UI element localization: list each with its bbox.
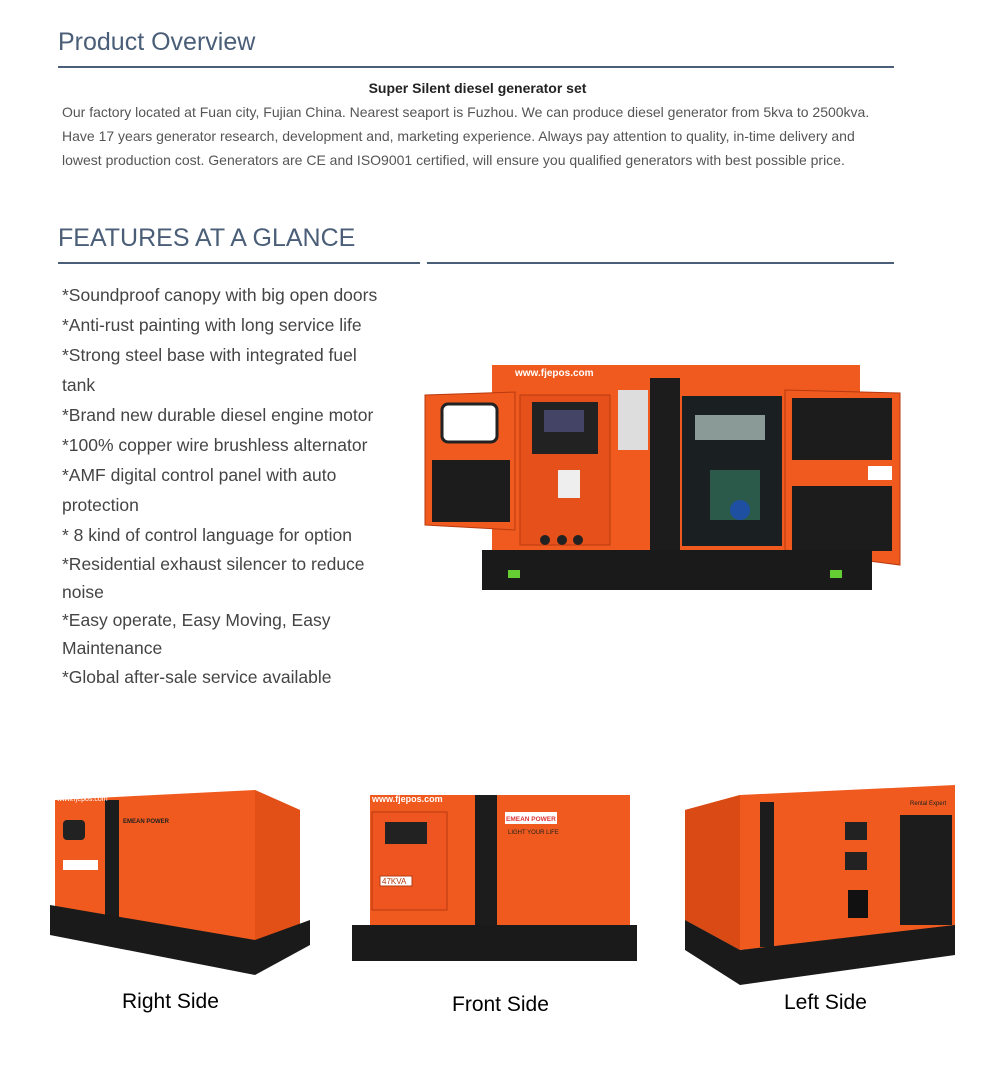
feature-item: *Residential exhaust silencer to reduce … — [62, 554, 365, 602]
heading-divider — [58, 66, 894, 68]
feature-item: *Global after-sale service available — [62, 667, 332, 687]
generator-front-side-image: www.fjepos.com 47KVA EMEAN POWER LIGHT Y… — [352, 794, 637, 961]
feature-item: *Brand new durable diesel engine motor — [62, 405, 374, 425]
section-heading-features: FEATURES AT A GLANCE — [58, 224, 356, 252]
heading-divider-right — [427, 262, 894, 264]
feature-item: *Easy operate, Easy Moving, Easy Mainten… — [62, 610, 331, 658]
caption-front-side: Front Side — [452, 993, 549, 1016]
product-subtitle: Super Silent diesel generator set — [368, 80, 587, 96]
rental-badge: Rental Expert — [910, 801, 947, 807]
rating-label: 47KVA — [382, 877, 407, 886]
product-intro-paragraph: Our factory located at Fuan city, Fujian… — [62, 104, 870, 168]
caption-left-side: Left Side — [784, 991, 867, 1014]
feature-item: *Anti-rust painting with long service li… — [62, 315, 362, 335]
feature-item: *Strong steel base with integrated fuel … — [62, 345, 357, 395]
brand-text: EMEAN POWER — [123, 819, 170, 825]
feature-item: *100% copper wire brushless alternator — [62, 435, 368, 455]
watermark-text: www.fjepos.com — [371, 794, 443, 804]
watermark-text: www.fjepos.com — [514, 368, 594, 379]
feature-item: *AMF digital control panel with auto pro… — [62, 465, 337, 515]
features-list: *Soundproof canopy with big open doors *… — [62, 280, 392, 692]
generator-right-side-image: www.fjepos.com EMEAN POWER — [50, 790, 310, 975]
slogan-text: LIGHT YOUR LIFE — [508, 830, 559, 836]
feature-item: *Soundproof canopy with big open doors — [62, 285, 378, 305]
feature-item: * 8 kind of control language for option — [62, 525, 352, 545]
section-heading-overview: Product Overview — [58, 28, 256, 56]
watermark-text-small: www.fjepos.com — [56, 796, 108, 803]
generator-left-side-image: Rental Expert — [685, 785, 955, 985]
caption-right-side: Right Side — [122, 990, 219, 1013]
generator-open-doors-image: www.fjepos.com — [424, 365, 901, 590]
heading-divider-left — [58, 262, 420, 264]
brand-text: EMEAN POWER — [506, 816, 556, 823]
